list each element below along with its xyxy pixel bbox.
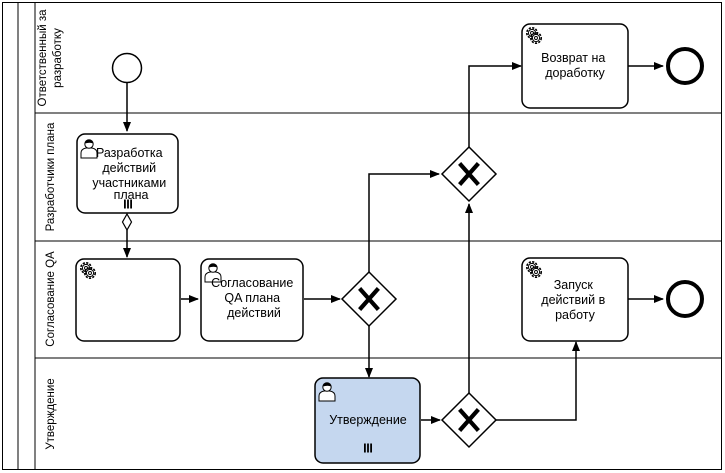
lane-label-plan-developers: Разработчики плана (45, 122, 57, 231)
task-qa-approval[interactable]: Согласование QA плана действий (200, 258, 304, 342)
task-launch-line1: Запуск (554, 278, 594, 292)
start-event[interactable] (111, 52, 143, 84)
end-event-return[interactable] (666, 47, 704, 85)
task-develop-plan-actions[interactable]: Разработка действий участниками плана (76, 133, 179, 214)
gateway-merge[interactable] (440, 145, 498, 203)
task-launch-line2: действий в (541, 293, 605, 307)
lane-label-qa-approval: Согласование QA (45, 251, 57, 347)
task-service-blank[interactable] (75, 258, 181, 342)
end-event-launch[interactable] (666, 280, 704, 318)
svg-text:Возврат на доработку: Возврат на доработку (541, 51, 609, 80)
lane-label-responsible-line2: разработку (52, 28, 64, 88)
task-qa-line2: QA плана (224, 291, 280, 305)
task-approval[interactable]: Утверждение (314, 377, 421, 464)
flow-gateway-qa-to-merge[interactable] (368, 170, 440, 272)
task-launch-line3: работу (555, 308, 596, 322)
task-approval-line1: Утверждение (329, 413, 407, 427)
flow-gateway-approval-to-launch[interactable] (495, 341, 580, 421)
flow-source-diamond (121, 212, 133, 232)
task-develop-line1: Разработка (96, 146, 163, 160)
parallel-multi-instance-icon (124, 199, 132, 209)
task-develop-line2: действий (102, 161, 156, 175)
parallel-multi-instance-icon (364, 443, 372, 453)
gateway-qa-decision[interactable] (340, 270, 398, 328)
lane-qa-approval[interactable]: Согласование QA (45, 251, 57, 347)
task-qa-line3: действий (227, 306, 281, 320)
svg-text:Согласование QA плана: Согласование QA плана действий (211, 276, 297, 320)
gateway-approval-decision[interactable] (440, 391, 498, 449)
task-return-line1: Возврат на (541, 51, 605, 65)
svg-text:Разработка действий: Разработка действий участниками плана (92, 146, 169, 202)
task-qa-line1: Согласование (211, 276, 293, 290)
task-return-for-rework[interactable]: Возврат на доработку (521, 23, 629, 109)
task-develop-line3: участниками (92, 176, 166, 190)
lane-responsible[interactable]: Ответственный за разработку (37, 9, 64, 107)
task-launch-actions[interactable]: Запуск действий в работу (521, 257, 629, 342)
lane-plan-developers[interactable]: Разработчики плана (45, 122, 57, 231)
sequence-flows (123, 62, 664, 424)
lane-label-responsible-line1: Ответственный за (37, 9, 49, 107)
svg-text:Запуск действий в: Запуск действий в работу (541, 278, 608, 322)
task-develop-line4: плана (114, 188, 149, 202)
flow-merge-to-return[interactable] (468, 62, 522, 147)
svg-text:Утверждение: Утверждение (329, 413, 407, 427)
lane-approval[interactable]: Утверждение (45, 378, 57, 449)
task-return-line2: доработку (545, 66, 605, 80)
lane-label-approval: Утверждение (45, 378, 57, 449)
